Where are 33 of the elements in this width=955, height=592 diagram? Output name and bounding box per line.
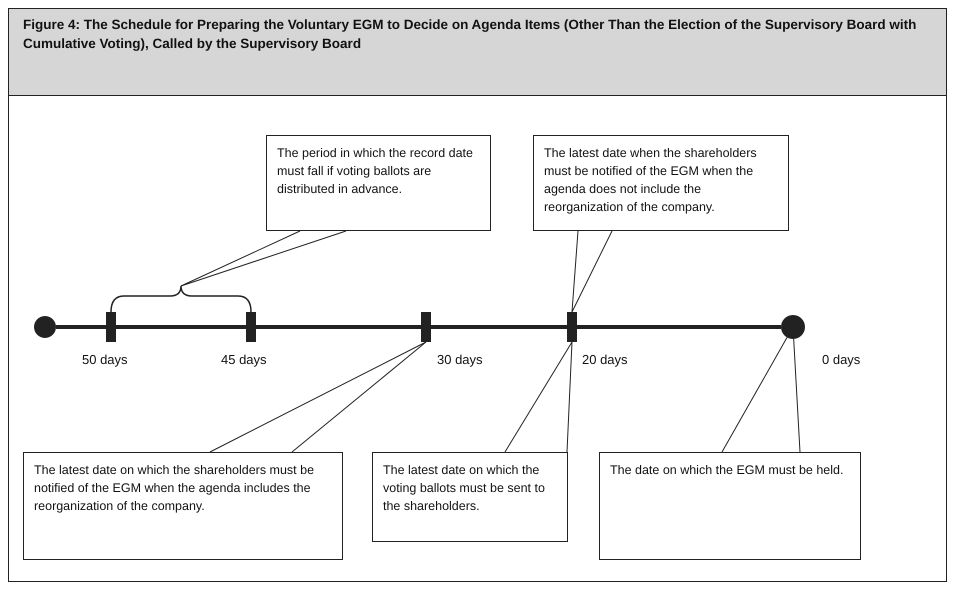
timeline-segment [577,325,781,329]
leader-line [180,230,346,286]
day-label: 30 days [437,352,483,367]
leader-line [210,342,426,452]
timeline-segment [256,325,421,329]
timeline-endpoint [34,316,56,338]
timeline-segment [431,325,567,329]
timeline-endpoint [781,315,805,339]
day-label: 50 days [82,352,128,367]
callout-box: The period in which the record date must fall if voting ballots are distributed in advance. [266,135,491,231]
leader-line [566,342,572,452]
leader-line [793,338,800,452]
day-label: 45 days [221,352,267,367]
timeline-tick [421,312,431,342]
timeline-tick [106,312,116,342]
leader-line [572,230,612,312]
leader-line [292,342,426,452]
curly-brace [110,286,252,312]
timeline-tick [567,312,577,342]
timeline-segment [56,325,106,329]
leader-line [180,230,300,286]
leader-line [504,342,572,452]
callout-box: The latest date on which the shareholders must be notified of the EGM when the agenda includes the reorganization of the company. [23,452,343,560]
timeline-tick [246,312,256,342]
figure-title: Figure 4: The Schedule for Preparing the Voluntary EGM to Decide on Agenda Items (Other Than the Election of the Supervisory Board with Cumulative Voting), Called by the Supervisory Board [23,16,918,53]
callout-box: The latest date when the shareholders must be notified of the EGM when the agenda does not include the reorganization of the company. [533,135,789,231]
timeline-segment [116,325,246,329]
day-label: 0 days [822,352,860,367]
leader-line [722,336,788,452]
callout-box: The latest date on which the voting ballots must be sent to the shareholders. [372,452,568,542]
day-label: 20 days [582,352,628,367]
callout-box: The date on which the EGM must be held. [599,452,861,560]
leader-line [572,230,578,312]
